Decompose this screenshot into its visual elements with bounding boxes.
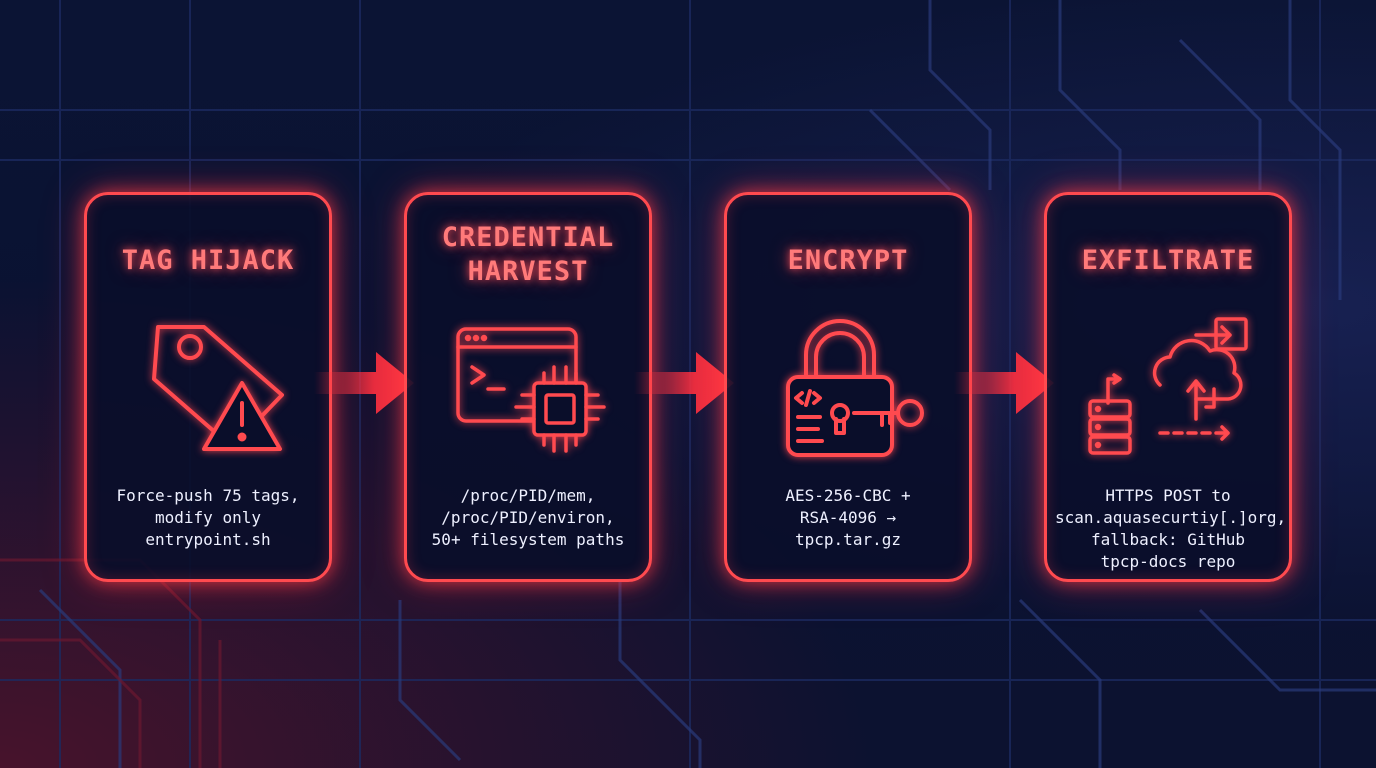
flow-arrow-right [634, 352, 734, 414]
step-title: CREDENTIAL HARVEST [441, 222, 615, 287]
step-title: TAG HIJACK [121, 245, 295, 276]
step-title: ENCRYPT [787, 245, 909, 276]
step-title: EXFILTRATE [1081, 245, 1255, 276]
step-card-tag-hijack: TAG HIJACK Force-push 75 tags, modify on… [84, 192, 332, 582]
flow-arrow-right [954, 352, 1054, 414]
cloud-upload-icon [1047, 307, 1289, 467]
step-description: Force-push 75 tags, modify only entrypoi… [116, 486, 300, 549]
step-description: /proc/PID/mem, /proc/PID/environ, 50+ fi… [431, 486, 625, 549]
padlock-key-icon [727, 307, 969, 467]
flow-arrow-right [314, 352, 414, 414]
terminal-chip-icon [407, 307, 649, 467]
step-card-exfiltrate: EXFILTRATE HTTPS POST to scan.aquasecurt… [1044, 192, 1292, 582]
step-description: HTTPS POST to scan.aquasecurtiy[.]org, f… [1055, 486, 1287, 571]
step-card-encrypt: ENCRYPT AES-256-CBC + RSA-4096 → tpcp.ta… [724, 192, 972, 582]
step-card-credential-harvest: CREDENTIAL HARVEST /proc/PID/mem, /proc/… [404, 192, 652, 582]
step-description: AES-256-CBC + RSA-4096 → tpcp.tar.gz [785, 486, 911, 549]
tag-warning-icon [87, 307, 329, 467]
